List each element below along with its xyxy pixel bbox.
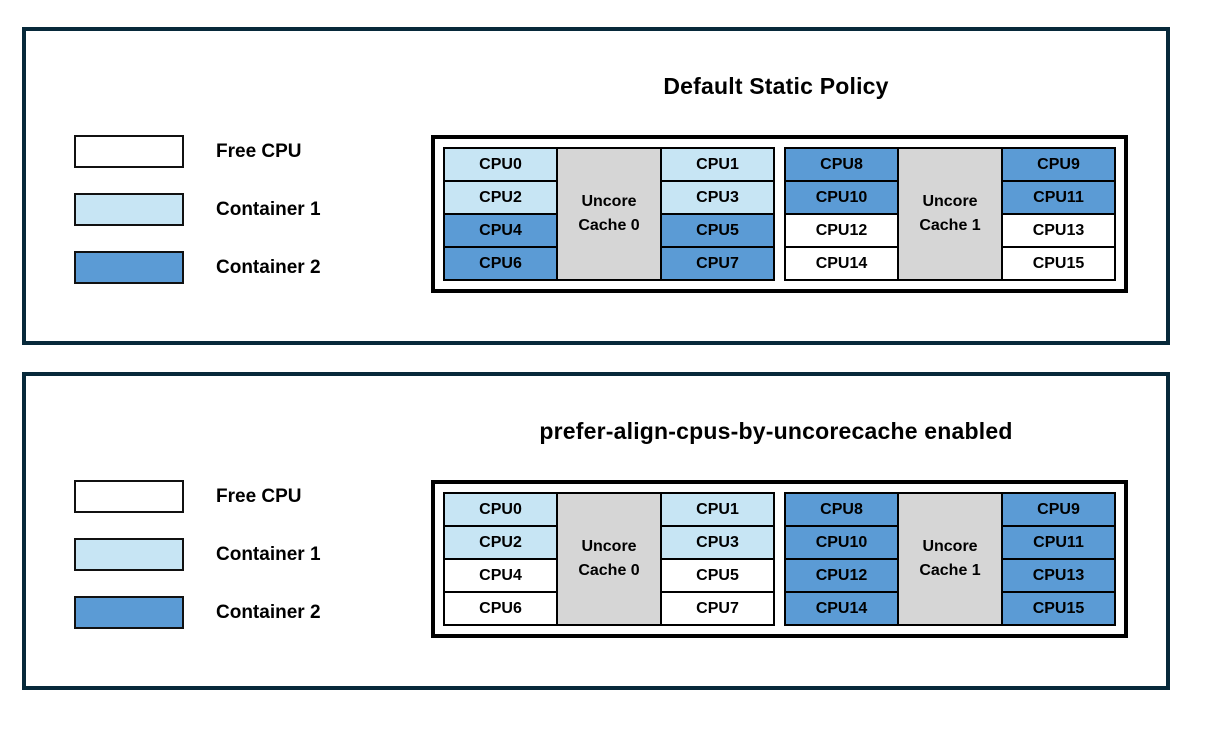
uncore-cache-label: Uncore Cache 0 xyxy=(578,538,640,579)
cpu-cell-cpu2: CPU2 xyxy=(443,525,558,560)
uncore-cache-label: Uncore Cache 1 xyxy=(919,193,981,234)
container-2-swatch xyxy=(74,251,184,284)
cpu-cell-cpu11: CPU11 xyxy=(1001,525,1116,560)
cpu-cell-cpu7: CPU7 xyxy=(660,246,775,281)
cpu-cell-cpu0: CPU0 xyxy=(443,492,558,527)
cpu-cell-cpu8: CPU8 xyxy=(784,492,899,527)
legend: Free CPU Container 1 Container 2 xyxy=(74,480,321,629)
legend-item-free-cpu: Free CPU xyxy=(74,480,321,513)
container-1-swatch xyxy=(74,538,184,571)
legend-label: Container 1 xyxy=(216,198,321,220)
legend-item-container-2: Container 2 xyxy=(74,596,321,629)
uncore-cache-0-block: Uncore Cache 0 xyxy=(556,147,662,281)
legend-item-container-1: Container 1 xyxy=(74,193,321,226)
cpu-cell-cpu14: CPU14 xyxy=(784,246,899,281)
free-cpu-swatch xyxy=(74,135,184,168)
cpu-cell-cpu15: CPU15 xyxy=(1001,591,1116,626)
cpu-cell-cpu3: CPU3 xyxy=(660,525,775,560)
container-1-swatch xyxy=(74,193,184,226)
legend-label: Free CPU xyxy=(216,140,302,162)
cpu-cell-cpu11: CPU11 xyxy=(1001,180,1116,215)
legend-item-container-1: Container 1 xyxy=(74,538,321,571)
legend-item-container-2: Container 2 xyxy=(74,251,321,284)
cpu-cell-cpu10: CPU10 xyxy=(784,525,899,560)
panel-title: Default Static Policy xyxy=(663,73,889,99)
panel-title: prefer-align-cpus-by-uncorecache enabled xyxy=(539,418,1013,444)
legend-label: Container 1 xyxy=(216,543,321,565)
uncore-cache-label: Uncore Cache 1 xyxy=(919,538,981,579)
cpu-cell-cpu13: CPU13 xyxy=(1001,558,1116,593)
uncore-cache-0-block: Uncore Cache 0 xyxy=(556,492,662,626)
legend-label: Container 2 xyxy=(216,601,321,623)
cpu-cell-cpu9: CPU9 xyxy=(1001,147,1116,182)
legend-item-free-cpu: Free CPU xyxy=(74,135,321,168)
cpu-cell-cpu12: CPU12 xyxy=(784,558,899,593)
legend: Free CPU Container 1 Container 2 xyxy=(74,135,321,284)
uncore-cache-1-block: Uncore Cache 1 xyxy=(897,492,1003,626)
cpu-cell-cpu15: CPU15 xyxy=(1001,246,1116,281)
cpu-cell-cpu2: CPU2 xyxy=(443,180,558,215)
uncore-cache-label: Uncore Cache 0 xyxy=(578,193,640,234)
cpu-cell-cpu12: CPU12 xyxy=(784,213,899,248)
cpu-cell-cpu9: CPU9 xyxy=(1001,492,1116,527)
legend-label: Free CPU xyxy=(216,485,302,507)
cpu-cell-cpu6: CPU6 xyxy=(443,591,558,626)
cpu-cell-cpu4: CPU4 xyxy=(443,213,558,248)
cpu-cell-cpu1: CPU1 xyxy=(660,492,775,527)
cpu-cell-cpu3: CPU3 xyxy=(660,180,775,215)
uncore-cache-1-block: Uncore Cache 1 xyxy=(897,147,1003,281)
cpu-cell-cpu5: CPU5 xyxy=(660,213,775,248)
cpu-cell-cpu8: CPU8 xyxy=(784,147,899,182)
cpu-cell-cpu14: CPU14 xyxy=(784,591,899,626)
cpu-cell-cpu6: CPU6 xyxy=(443,246,558,281)
cpu-cell-cpu0: CPU0 xyxy=(443,147,558,182)
container-2-swatch xyxy=(74,596,184,629)
free-cpu-swatch xyxy=(74,480,184,513)
panel-prefer-align-cpus-by-uncorecache: prefer-align-cpus-by-uncorecache enabled… xyxy=(22,372,1170,690)
panel-default-static-policy: Default Static Policy Free CPU Container… xyxy=(22,27,1170,345)
cpu-cell-cpu13: CPU13 xyxy=(1001,213,1116,248)
cpu-cell-cpu4: CPU4 xyxy=(443,558,558,593)
legend-label: Container 2 xyxy=(216,256,321,278)
cpu-cell-cpu7: CPU7 xyxy=(660,591,775,626)
cpu-cell-cpu1: CPU1 xyxy=(660,147,775,182)
cpu-cell-cpu5: CPU5 xyxy=(660,558,775,593)
cpu-cell-cpu10: CPU10 xyxy=(784,180,899,215)
